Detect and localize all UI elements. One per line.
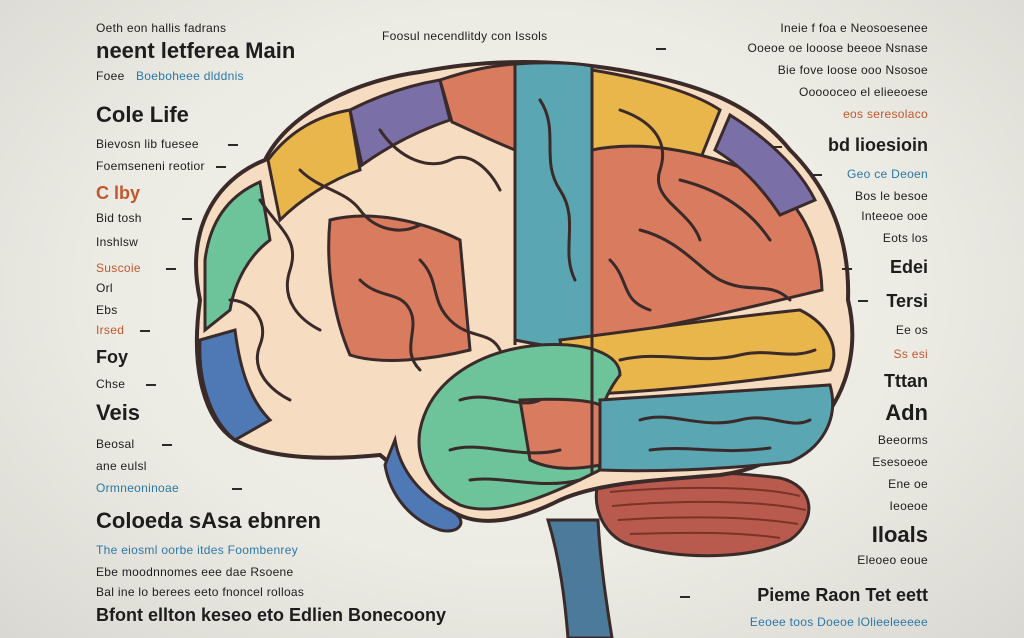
leader-line	[232, 488, 242, 490]
right-heading-iloals: Iloals	[872, 524, 928, 546]
leader-line	[812, 174, 822, 176]
left-label-8: Bid tosh	[96, 212, 142, 224]
left-label-21: The eiosml oorbe itdes Foombenrey	[96, 544, 298, 556]
leader-line	[228, 144, 238, 146]
left-heading-main: neent letferea Main	[96, 40, 295, 62]
lobe-center-teal	[515, 63, 592, 350]
right-label-24: Eeoee toos Doeoe lOlieeleeeee	[750, 616, 928, 628]
leader-line	[216, 166, 226, 168]
brain-stem	[548, 520, 612, 638]
left-heading-coloeda: Coloeda sAsa ebnren	[96, 510, 321, 532]
right-label-19: Ene oe	[888, 478, 928, 490]
left-label-3a: Foee	[96, 70, 125, 82]
left-label-11: Orl	[96, 282, 113, 294]
right-label-20: Ieoeoe	[889, 500, 928, 512]
right-heading-pieme: Pieme Raon Tet eett	[757, 586, 928, 604]
leader-line	[656, 48, 666, 50]
right-heading-adn: Adn	[885, 402, 928, 424]
right-label-22: Eleoeo eoue	[857, 554, 928, 566]
leader-line	[140, 330, 150, 332]
right-heading-lioesioin: bd lioesioin	[828, 136, 928, 154]
right-heading-edei: Edei	[890, 258, 928, 276]
leader-line	[146, 384, 156, 386]
left-label-9: Inshlsw	[96, 236, 138, 248]
leader-line	[842, 268, 852, 270]
left-heading-life: Cole Life	[96, 104, 189, 126]
left-label-5: Bievosn lib fuesee	[96, 138, 199, 150]
right-label-14: Ss esi	[894, 348, 928, 360]
right-label-2: Ooeoe oe looose beeoe Nsnase	[747, 42, 928, 54]
right-label-8: Bos le besoe	[855, 190, 928, 202]
left-label-6: Foemseneni reotior	[96, 160, 205, 172]
right-heading-tersi: Tersi	[886, 292, 928, 310]
left-label-13: Irsed	[96, 324, 124, 336]
leader-line	[162, 444, 172, 446]
leader-line	[680, 596, 690, 598]
right-label-10: Eots los	[883, 232, 928, 244]
left-heading-veis: Veis	[96, 402, 140, 424]
leader-line	[182, 218, 192, 220]
right-label-18: Esesoeoe	[872, 456, 928, 468]
left-label-10: Suscoie	[96, 262, 141, 274]
leader-line	[772, 146, 782, 148]
left-label-24: Bfont ellton keseo eto Edlien Bonecoony	[96, 606, 446, 624]
right-label-17: Beeorms	[878, 434, 928, 446]
left-label-7: C lby	[96, 184, 140, 202]
left-label-3b: Boeboheee dlddnis	[136, 70, 244, 82]
right-label-5: eos seresolaco	[843, 108, 928, 120]
left-label-1: Oeth eon hallis fadrans	[96, 22, 226, 34]
lobe-lower-salmon	[520, 399, 600, 468]
left-label-17: Beosal	[96, 438, 135, 450]
lobe-center-salmon	[329, 216, 470, 360]
right-label-7: Geo ce Deoen	[847, 168, 928, 180]
leader-line	[166, 268, 176, 270]
left-label-12: Ebs	[96, 304, 118, 316]
right-heading-tttan: Tttan	[884, 372, 928, 390]
left-label-14: Foy	[96, 348, 128, 366]
right-label-1: Ineie f foa e Neosoesenee	[780, 22, 928, 34]
top-center-label: Foosul necendlitdy con Issols	[382, 30, 547, 42]
lobe-lower-teal	[600, 385, 833, 471]
left-label-23: Bal ine lo berees eeto fnoncel rolloas	[96, 586, 304, 598]
right-label-9: Inteeoe ooe	[861, 210, 928, 222]
right-label-13: Ee os	[896, 324, 928, 336]
left-label-18: ane eulsl	[96, 460, 147, 472]
right-label-3: Bie fove loose ooo Nsosoe	[778, 64, 928, 76]
left-label-19: Ormneoninoae	[96, 482, 179, 494]
leader-line	[858, 300, 868, 302]
left-label-15: Chse	[96, 378, 125, 390]
left-label-22: Ebe moodnnomes eee dae Rsoene	[96, 566, 294, 578]
right-label-4: Oooooceo el elieeoese	[799, 86, 928, 98]
